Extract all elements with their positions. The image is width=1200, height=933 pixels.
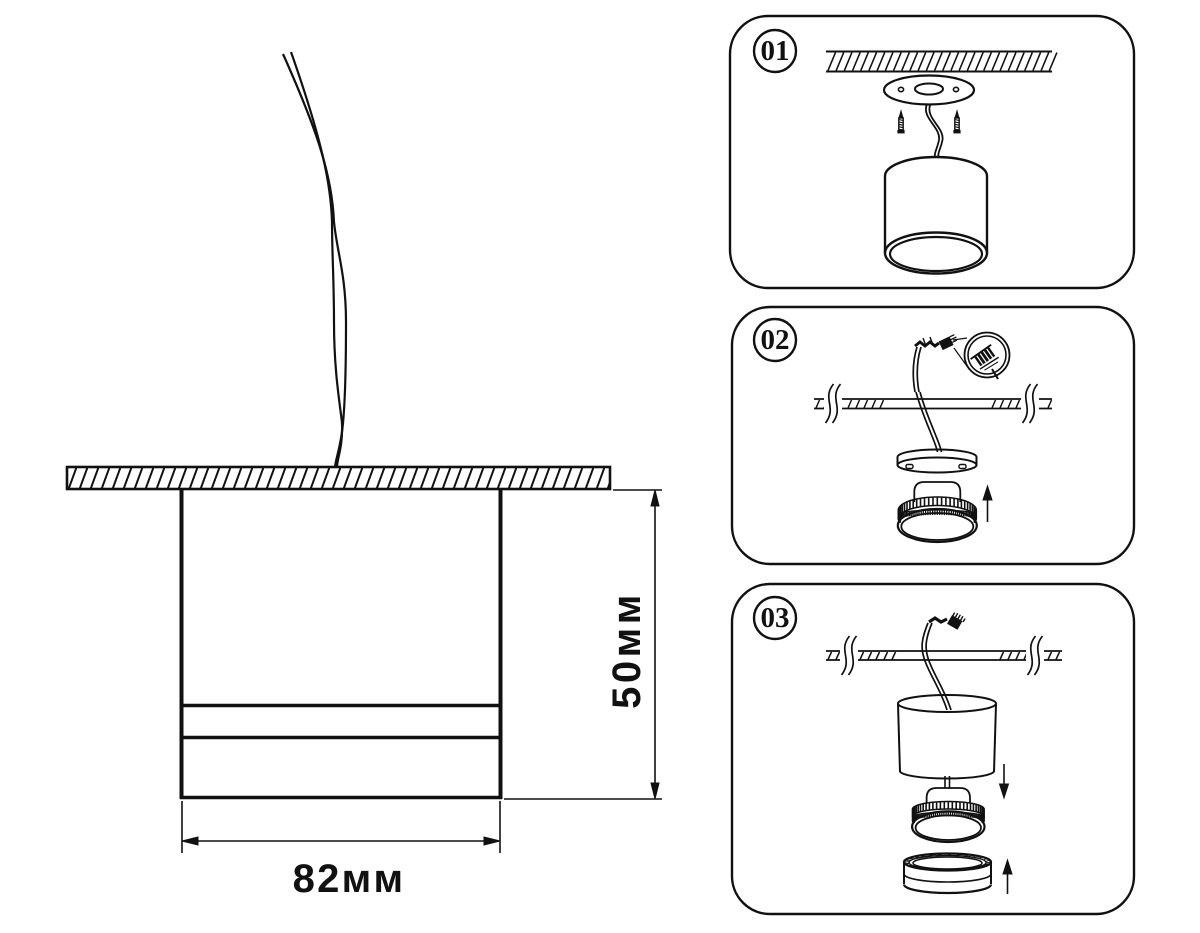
svg-text:01: 01 [761, 35, 790, 67]
svg-text:02: 02 [761, 324, 790, 356]
svg-text:82мм: 82мм [293, 857, 406, 901]
svg-text:50мм: 50мм [605, 591, 649, 709]
svg-text:03: 03 [761, 602, 790, 634]
